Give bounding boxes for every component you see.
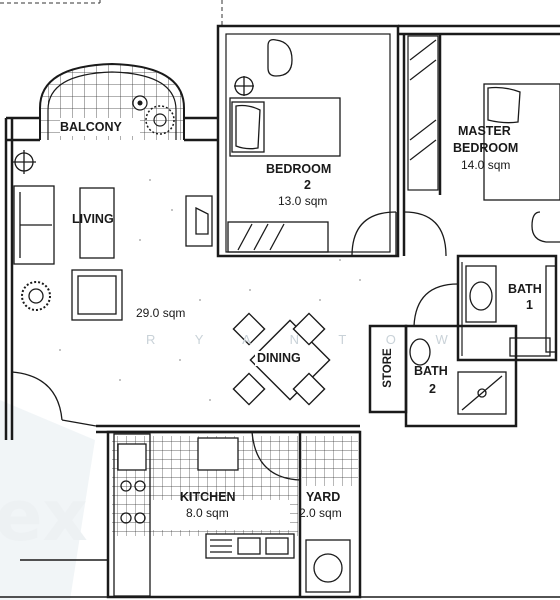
bath1-fixtures (465, 265, 557, 357)
living-furniture (12, 150, 213, 321)
store-label: STORE (382, 348, 394, 388)
bedroom2-furniture (227, 38, 341, 253)
living-area: 29.0 sqm (136, 306, 186, 320)
scan-noise (59, 179, 361, 401)
kitchen-area: 8.0 sqm (186, 506, 229, 520)
dining-label: DINING (255, 351, 303, 366)
entrance-door (11, 371, 97, 427)
kitchen-label: KITCHEN (180, 490, 236, 504)
balcony-label: BALCONY (60, 120, 122, 134)
walls (0, 24, 560, 599)
master-area: 14.0 sqm (461, 158, 511, 172)
master-label: MASTER (458, 124, 511, 138)
master-label-2: BEDROOM (453, 141, 519, 155)
bath1-door (413, 283, 459, 327)
watermark-text: R Y A N T O W (146, 332, 466, 347)
kitchen-fixtures (113, 433, 351, 597)
plant-icon (145, 105, 175, 135)
balcony (39, 62, 185, 140)
master-bed (483, 83, 560, 243)
bath2-label: BATH (414, 364, 448, 378)
bath1-label: BATH (508, 282, 542, 296)
svg-text:ex: ex (0, 475, 88, 557)
yard-label: YARD (306, 490, 341, 504)
bath2-fixtures (409, 338, 507, 415)
bedroom2-label: BEDROOM (266, 162, 332, 176)
bath2-number: 2 (429, 382, 436, 396)
bedroom2-number: 2 (304, 178, 311, 192)
master-wardrobe (407, 35, 439, 191)
dining-table (232, 312, 331, 406)
watermark-graphic: ex (0, 400, 95, 600)
bedroom2-door (351, 211, 447, 257)
dashed-boundary (0, 0, 223, 26)
living-label: LIVING (72, 212, 114, 226)
bedroom2-area: 13.0 sqm (278, 194, 328, 208)
bath1-number: 1 (526, 298, 533, 312)
yard-area: 2.0 sqm (299, 506, 342, 520)
plant-icon (132, 95, 148, 111)
